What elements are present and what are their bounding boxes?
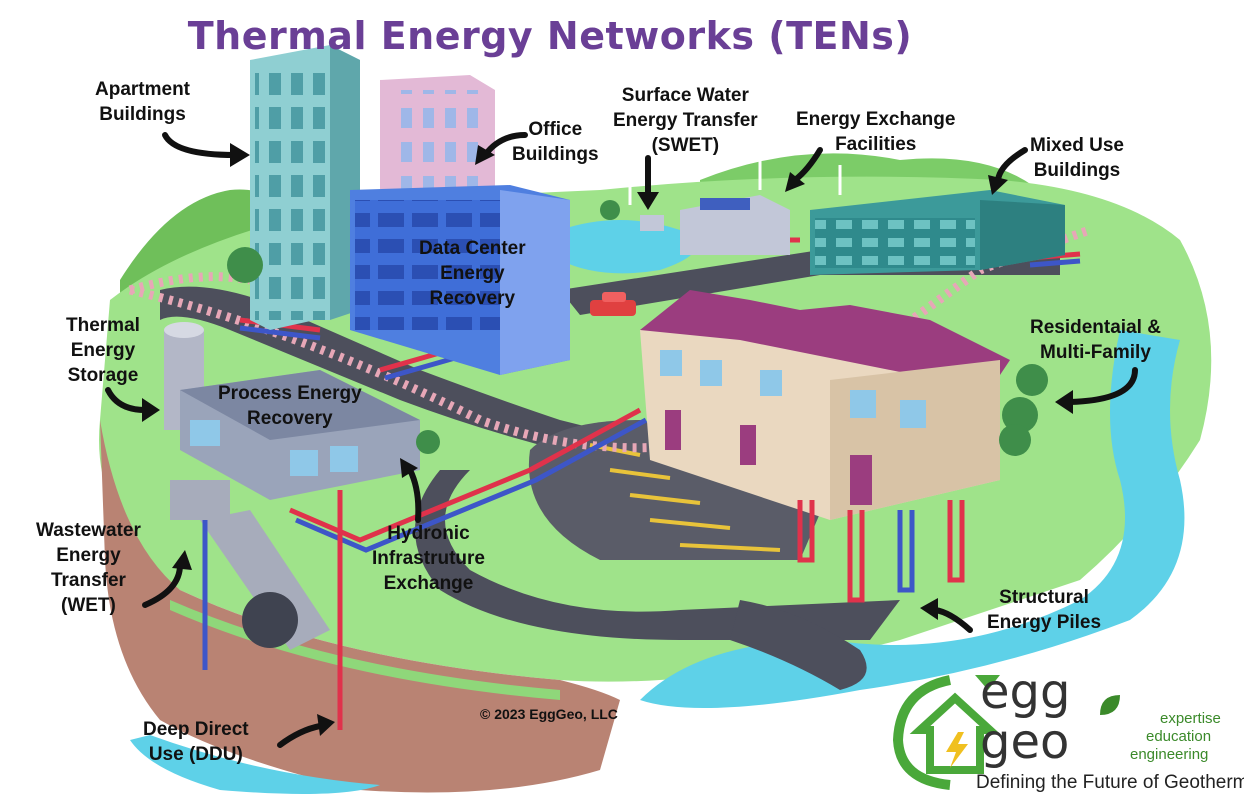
label-residential-multi-family: Residentaial &Multi-Family (1030, 317, 1161, 363)
logo-word-geo: geo (980, 714, 1070, 770)
logo-tag-education: education (1146, 728, 1212, 745)
mixed-use-building (810, 190, 1065, 275)
soil-grass-edge (170, 600, 560, 700)
copyright-notice: © 2023 EggGeo, LLC (480, 706, 618, 722)
diagram-title: Thermal Energy Networks (TENs) (187, 14, 913, 58)
structural-energy-piles (797, 500, 965, 603)
car (590, 292, 636, 316)
logo-tag-engineering: engineering (1130, 746, 1209, 763)
process-building (180, 370, 420, 500)
data-center-building (350, 185, 570, 375)
wastewater-pipe (170, 480, 330, 650)
river (130, 220, 1185, 794)
residential-townhouses (640, 290, 1010, 520)
house-leaf-logo-icon (892, 675, 1001, 790)
energy-exchange-facility (640, 195, 790, 255)
logo-tag-expertise: expertise (1160, 710, 1221, 727)
logo-tagline: Defining the Future of Geothermal (976, 772, 1244, 793)
leaf-icon (1100, 695, 1120, 715)
egggeo-logo: egg geo expertise education engineering … (880, 660, 1244, 800)
apartment-building (250, 45, 360, 330)
office-building (380, 75, 495, 200)
logo-word-egg: egg (980, 664, 1071, 720)
annotation-arrows (105, 132, 1138, 748)
trees (227, 200, 1048, 456)
soil-cross-section (100, 420, 620, 793)
wind-turbines (628, 150, 842, 205)
